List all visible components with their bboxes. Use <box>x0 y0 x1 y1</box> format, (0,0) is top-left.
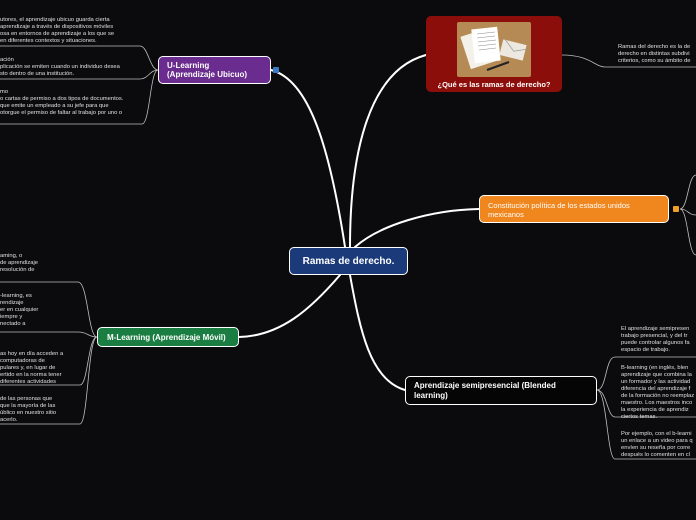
note-u-learning-1: utores, el aprendizaje ubicuo guarda cie… <box>0 17 115 44</box>
central-topic-label: Ramas de derecho. <box>302 255 395 267</box>
link-blended <box>349 274 406 391</box>
documents-and-envelope-icon <box>457 22 531 77</box>
topic-m-learning[interactable]: M-Learning (Aprendizaje Móvil) <box>97 327 239 347</box>
topic-ramas-de-derecho[interactable]: ¿Qué es las ramas de derecho? <box>426 16 562 92</box>
central-topic[interactable]: Ramas de derecho. <box>289 247 408 275</box>
note-u-learning-3: mo o cartas de permiso a dos tipos de do… <box>0 89 124 116</box>
note-blended-3: Por ejemplo, con el b-learni un enlace a… <box>621 431 693 458</box>
note-blended-2: B-learning (en inglés, blen aprendizaje … <box>621 365 695 420</box>
link-mlearning <box>238 274 341 338</box>
topic-u-learning[interactable]: U-Learning (Aprendizaje Ubicuo) <box>158 56 271 84</box>
note-m-learning-4: de las personas que que la mayoría de la… <box>0 396 57 423</box>
topic-ramas-label: ¿Qué es las ramas de derecho? <box>437 80 551 89</box>
collapse-toggle-constitucion[interactable] <box>673 206 679 212</box>
link-ulearning <box>270 69 346 248</box>
topic-constitucion[interactable]: Constitución política de los estados uni… <box>479 195 669 223</box>
link-constitucion <box>354 208 480 248</box>
topic-u-learning-label: U-Learning (Aprendizaje Ubicuo) <box>167 61 248 79</box>
link-ramas <box>349 54 427 248</box>
topic-constitucion-label: Constitución política de los estados uni… <box>488 201 630 219</box>
topic-blended-learning[interactable]: Aprendizaje semipresencial (Blended lear… <box>405 376 597 405</box>
note-u-learning-2: ación plicación se emiten cuando un indi… <box>0 57 120 77</box>
note-m-learning-3: as hoy en día acceden a computadoras de … <box>0 351 64 385</box>
collapse-toggle-u-learning[interactable] <box>273 67 279 73</box>
note-m-learning-2: -learning, es rendizaje er en cualquier … <box>0 293 39 327</box>
topic-m-learning-label: M-Learning (Aprendizaje Móvil) <box>107 332 226 342</box>
note-ramas-description: Ramas del derecho es la de derecho en di… <box>618 44 691 64</box>
note-blended-1: El aprendizaje semipresen trabajo presen… <box>621 326 690 353</box>
topic-blended-label: Aprendizaje semipresencial (Blended lear… <box>414 381 556 400</box>
note-m-learning-1: aming, o de aprendizaje resolución de <box>0 253 39 273</box>
